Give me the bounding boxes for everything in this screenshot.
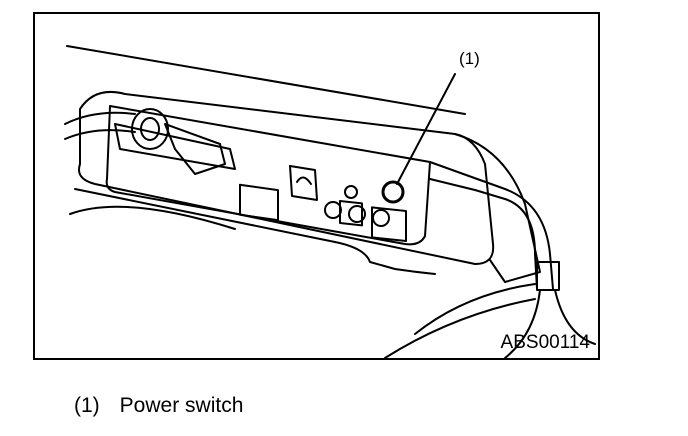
connector-panel <box>105 105 431 246</box>
callout-number: (1) <box>459 49 480 68</box>
figure-code: ABS00114 <box>500 332 590 353</box>
callout-leader <box>396 73 456 185</box>
legend-number: (1) <box>74 394 100 417</box>
device-top-edge <box>66 45 466 115</box>
cable-left <box>64 111 136 140</box>
device-base-curve <box>69 205 236 230</box>
device-housing <box>78 90 495 265</box>
power-switch <box>381 180 405 204</box>
switch-housing <box>371 206 407 242</box>
legend-label: Power switch <box>119 394 244 417</box>
port-square <box>239 183 279 222</box>
jack-2 <box>348 205 366 223</box>
cable-right <box>429 161 554 290</box>
jack-3 <box>372 209 390 227</box>
side-panel <box>454 133 541 283</box>
cable-clip <box>536 261 560 291</box>
jack-1 <box>324 201 342 219</box>
base-lines <box>384 283 536 358</box>
device-lower-contour <box>74 188 436 275</box>
dsub-connector <box>114 123 236 170</box>
legend-item: (1) Power switch <box>74 395 243 416</box>
figure-frame: (1) ABS00114 <box>33 12 600 360</box>
phone-jack <box>289 165 318 201</box>
device-illustration <box>64 45 596 358</box>
